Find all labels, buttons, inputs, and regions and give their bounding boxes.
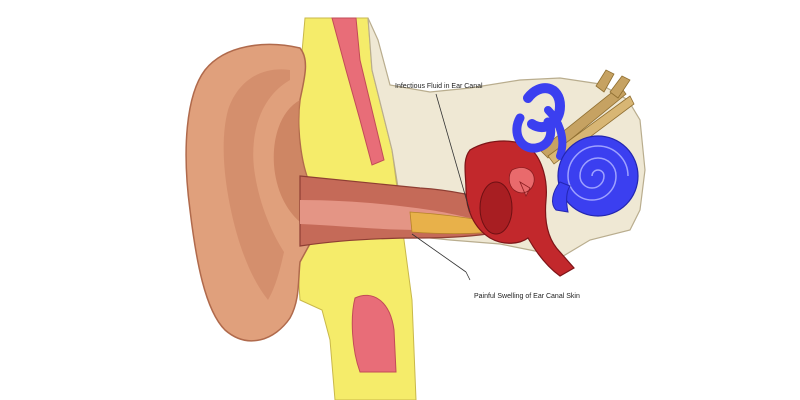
label-infectious-fluid: Infectious Fluid in Ear Canal: [395, 83, 483, 90]
ossicles: [508, 167, 535, 197]
eardrum: [479, 181, 513, 235]
muscle-layer-lower: [351, 294, 397, 373]
cochlea: [552, 135, 639, 217]
leader-line-swelling-b: [465, 271, 471, 281]
leader-line-fluid: [435, 93, 471, 213]
muscle-layer-upper: [331, 17, 385, 166]
label-painful-swelling: Painful Swelling of Ear Canal Skin: [474, 293, 580, 300]
semicircular-canals: [512, 83, 567, 160]
pinna-inner-fold: [223, 69, 290, 300]
leader-line-swelling: [411, 233, 467, 273]
